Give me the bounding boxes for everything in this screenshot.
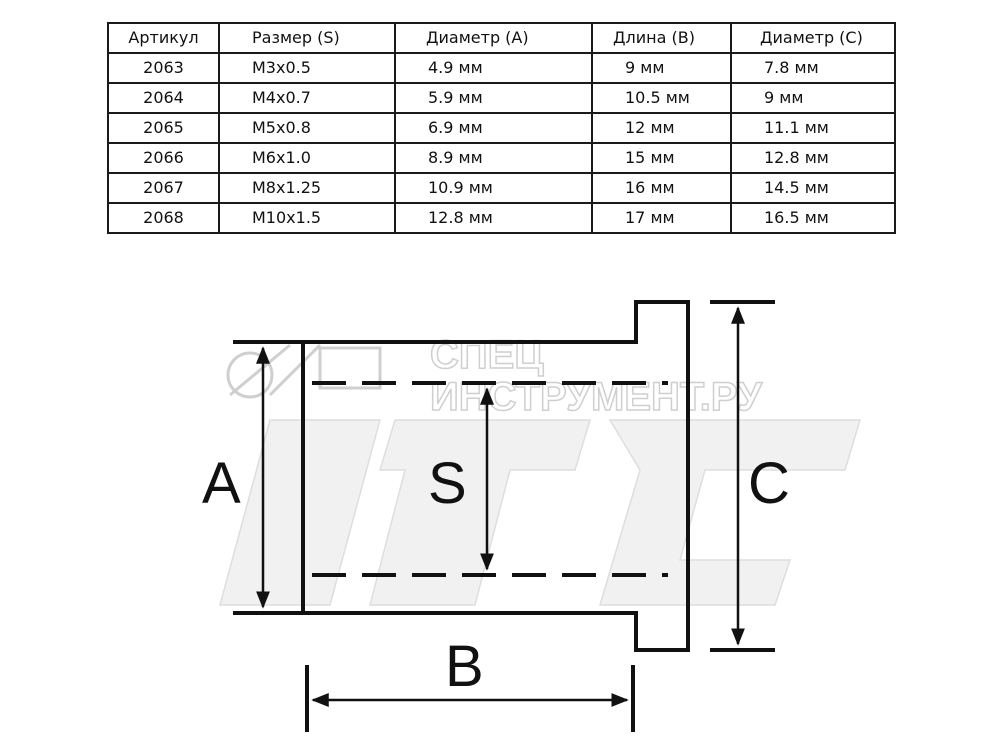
cell-size: M4x0.7 — [218, 82, 396, 114]
cell-diameter-c: 7.8 мм — [730, 52, 896, 84]
cell-diameter-a: 8.9 мм — [394, 142, 593, 174]
header-diameter-c: Диаметр (C) — [730, 22, 896, 54]
cell-size: M3x0.5 — [218, 52, 396, 84]
cell-diameter-a: 5.9 мм — [394, 82, 593, 114]
watermark-gear-icon — [226, 343, 382, 399]
label-c: C — [748, 451, 790, 516]
cell-diameter-c: 11.1 мм — [730, 112, 896, 144]
cell-size: M5x0.8 — [218, 112, 396, 144]
label-s: S — [428, 451, 467, 516]
spec-table: Артикул Размер (S) Диаметр (A) Длина (B)… — [107, 22, 896, 234]
cell-diameter-a: 6.9 мм — [394, 112, 593, 144]
cell-diameter-a: 10.9 мм — [394, 172, 593, 204]
label-b: B — [445, 634, 484, 699]
table-row: 2065 M5x0.8 6.9 мм 12 мм 11.1 мм — [107, 112, 896, 144]
cell-length-b: 9 мм — [591, 52, 732, 84]
cell-length-b: 16 мм — [591, 172, 732, 204]
cell-size: M10x1.5 — [218, 202, 396, 234]
header-article: Артикул — [107, 22, 220, 54]
cell-article: 2065 — [107, 112, 220, 144]
cell-diameter-c: 12.8 мм — [730, 142, 896, 174]
cell-size: M8x1.25 — [218, 172, 396, 204]
cell-diameter-c: 9 мм — [730, 82, 896, 114]
cell-length-b: 10.5 мм — [591, 82, 732, 114]
cell-article: 2067 — [107, 172, 220, 204]
header-size: Размер (S) — [218, 22, 396, 54]
table-header-row: Артикул Размер (S) Диаметр (A) Длина (B)… — [107, 22, 896, 54]
label-a: A — [202, 451, 241, 516]
cell-article: 2066 — [107, 142, 220, 174]
bushing-outline — [301, 300, 690, 652]
header-length-b: Длина (B) — [591, 22, 732, 54]
table-row: 2066 M6x1.0 8.9 мм 15 мм 12.8 мм — [107, 142, 896, 174]
cell-article: 2068 — [107, 202, 220, 234]
cell-length-b: 15 мм — [591, 142, 732, 174]
table-row: 2068 M10x1.5 12.8 мм 17 мм 16.5 мм — [107, 202, 896, 234]
cell-diameter-a: 12.8 мм — [394, 202, 593, 234]
header-diameter-a: Диаметр (A) — [394, 22, 593, 54]
cell-length-b: 12 мм — [591, 112, 732, 144]
cell-diameter-c: 16.5 мм — [730, 202, 896, 234]
cell-article: 2064 — [107, 82, 220, 114]
cell-length-b: 17 мм — [591, 202, 732, 234]
cell-diameter-a: 4.9 мм — [394, 52, 593, 84]
cell-diameter-c: 14.5 мм — [730, 172, 896, 204]
cell-size: M6x1.0 — [218, 142, 396, 174]
table-row: 2063 M3x0.5 4.9 мм 9 мм 7.8 мм — [107, 52, 896, 84]
cell-article: 2063 — [107, 52, 220, 84]
table-row: 2064 M4x0.7 5.9 мм 10.5 мм 9 мм — [107, 82, 896, 114]
table-row: 2067 M8x1.25 10.9 мм 16 мм 14.5 мм — [107, 172, 896, 204]
watermark-line1: СПЕЦ — [430, 333, 544, 377]
